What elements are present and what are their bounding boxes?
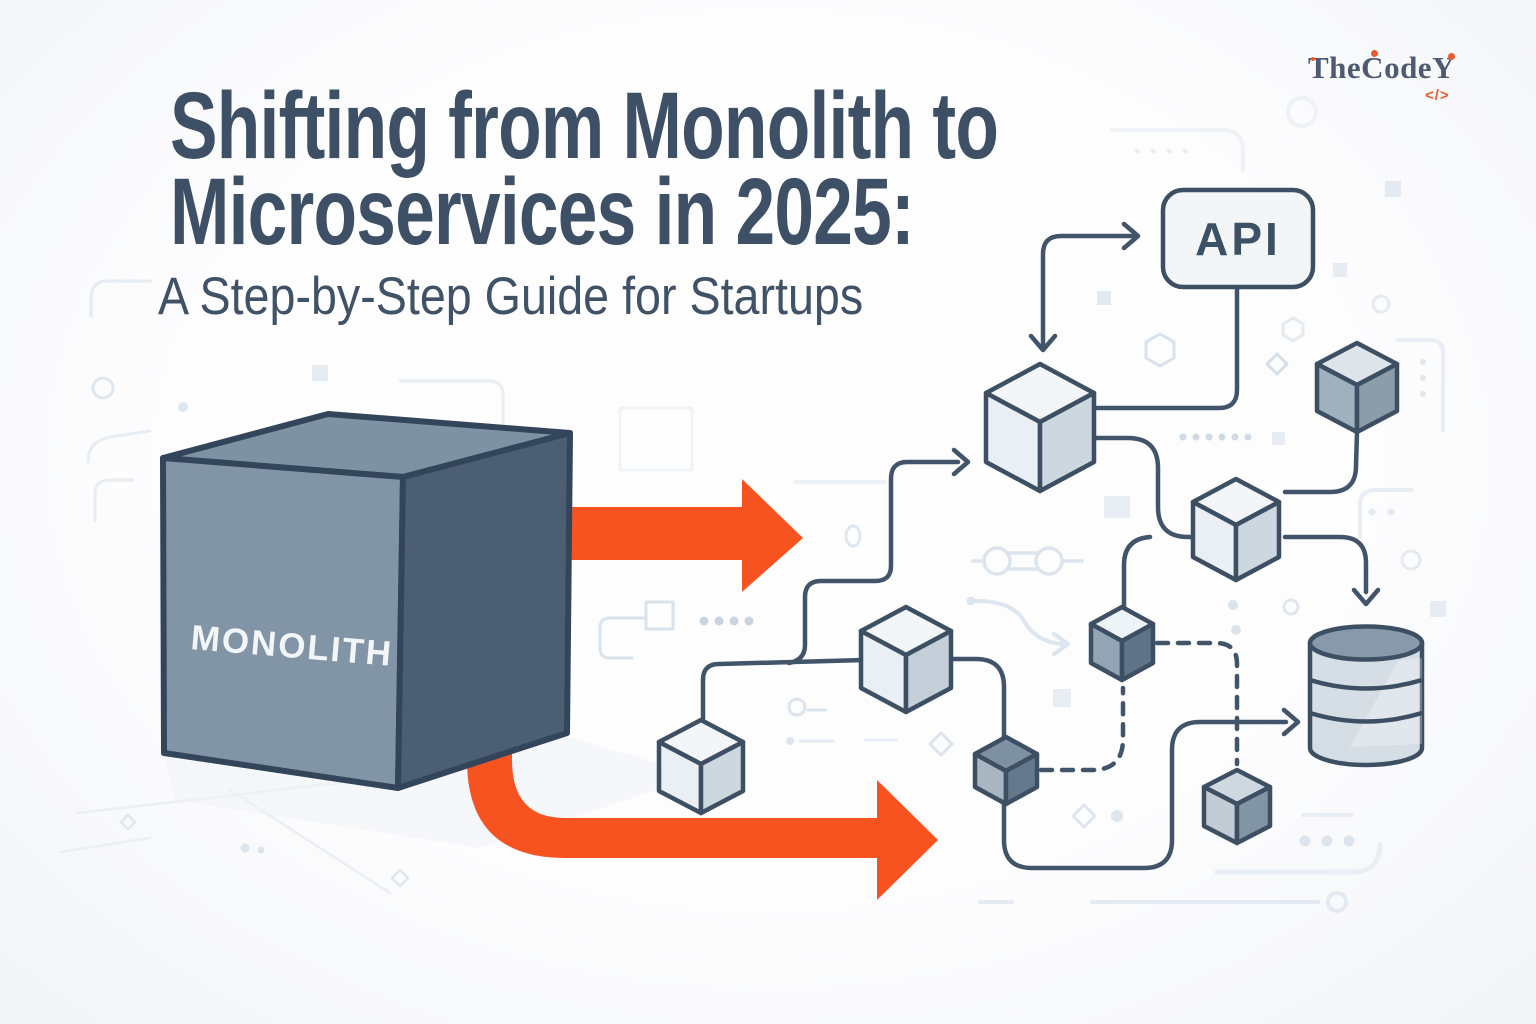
microservice-cube-8 [1314,340,1400,435]
page-subtitle: A Step-by-Step Guide for Startups [158,267,864,326]
title-line-2: Microservices in 2025: [170,158,915,265]
microservice-cube-7 [1201,767,1273,846]
brand-logo: TheCodeY </> [1308,50,1478,112]
arrowhead-down-icon [1028,333,1058,353]
monolith-shadow [165,736,700,848]
page-title: Shifting from Monolith to Microservices … [170,73,999,265]
logo-accent-dot [1311,57,1315,61]
dashed-connectors [1038,640,1240,773]
microservice-cube-1 [983,361,1097,494]
code-brackets-icon: </> [1425,87,1450,104]
arrowhead-down-icon [1351,587,1381,607]
brand-name: TheCodeY [1308,50,1455,85]
title-line-1: Shifting from Monolith to [170,73,999,179]
arrowhead-right-icon [1121,221,1141,251]
arrowhead-right-icon [1281,707,1301,737]
microservice-cube-3 [858,604,954,715]
microservice-cube-2 [1190,476,1282,583]
monolith-cube: MONOLITH [160,411,573,791]
microservice-cube-4 [656,717,746,816]
transition-arrow-bottom [467,741,938,900]
api-label: API [1195,213,1281,265]
logo-accent-dot [1448,53,1455,60]
database-cylinder-icon [1307,624,1425,768]
microservice-cube-5 [1088,604,1156,683]
deco-arrow-icon [966,596,1070,656]
api-gateway-box: API [1160,187,1316,290]
transition-arrow-top [560,479,803,592]
logo-accent-dot [1371,50,1378,57]
background-decoration [58,96,1446,913]
connector-lines [700,221,1381,871]
microservice-cube-6 [972,734,1040,807]
arrowhead-right-icon [951,447,971,477]
